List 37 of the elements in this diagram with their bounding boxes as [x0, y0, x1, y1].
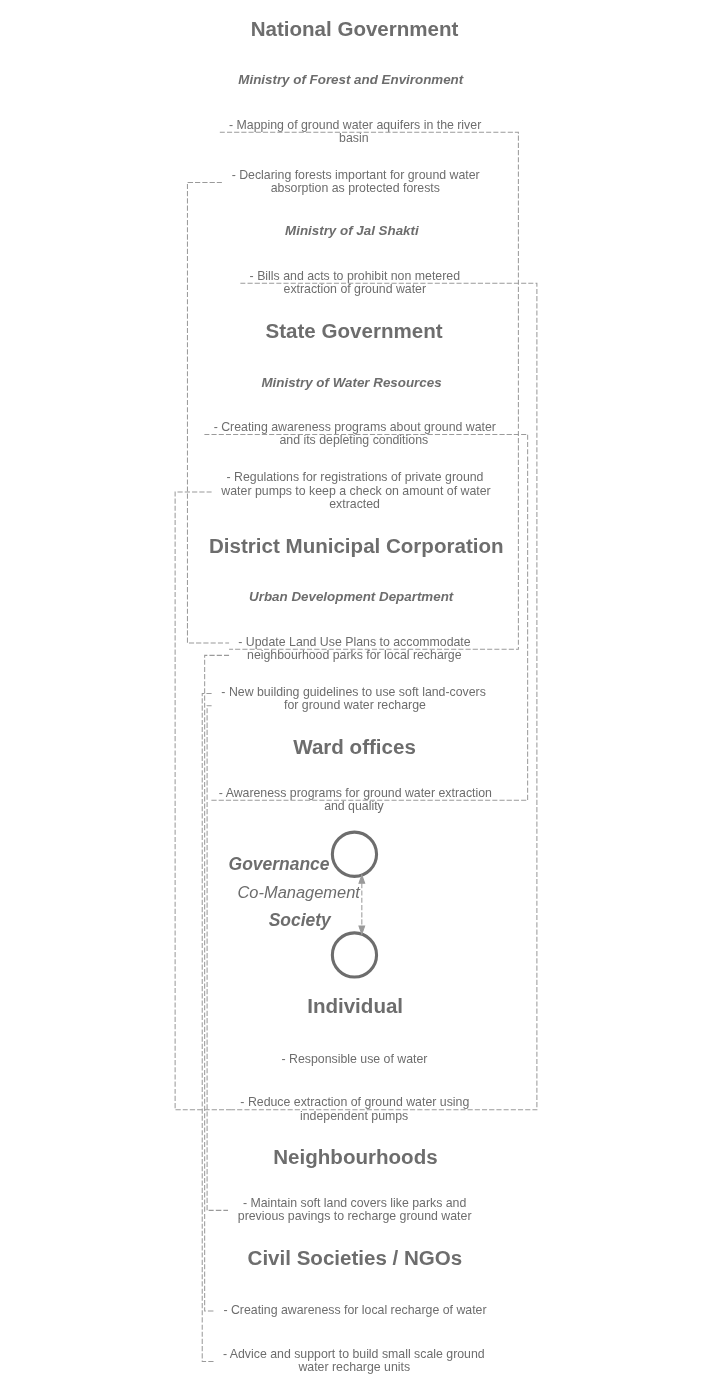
node-text: - Maintain soft land covers like parks and previous pavings to recharge ground water [237, 1195, 472, 1224]
node-text: - Responsible use of water [281, 1051, 428, 1066]
node-text: Ward offices [293, 735, 416, 759]
node-text: Ministry of Forest and Environment [238, 72, 464, 88]
node-text: Civil Societies / NGOs [247, 1245, 463, 1269]
node-text: - Bills and acts to prohibit non metered extraction of ground water [249, 268, 460, 297]
node-text: District Municipal Corporation [209, 533, 504, 557]
node-text: State Government [265, 318, 443, 342]
node-text: - Advice and support to build small scale ground water recharge units [222, 1346, 485, 1375]
connector [219, 131, 519, 650]
node-text: - Awareness programs for ground water extraction and quality [218, 785, 492, 814]
connector [174, 491, 232, 1111]
node-text: Neighbourhoods [273, 1145, 438, 1169]
node-text: Urban Development Department [249, 589, 454, 605]
connector [206, 705, 229, 1211]
node-circle [330, 830, 379, 878]
connector [230, 282, 538, 1111]
connector [186, 182, 230, 644]
edge-label: Co-Management [237, 883, 360, 902]
node-label: Governance [228, 853, 330, 874]
connector [204, 654, 230, 1312]
node-text: - Creating awareness for local recharge of water [223, 1303, 487, 1318]
node-text: National Government [250, 16, 459, 40]
node-text: Ministry of Water Resources [261, 374, 442, 390]
node-circle [330, 931, 379, 979]
node-text: - Regulations for registrations of private ground water pumps to keep a check on amount of water extracted [221, 470, 491, 512]
node-text: - Mapping of ground water aquifers in the river basin [229, 117, 482, 146]
node-text: Ministry of Jal Shakti [285, 223, 419, 239]
node-text: - Declaring forests important for ground water absorption as protected forests [231, 168, 480, 196]
node-text: - New building guidelines to use soft land-covers for ground water recharge [221, 685, 486, 713]
connector [203, 433, 529, 801]
arrow [358, 873, 366, 936]
node-label: Society [268, 910, 331, 931]
node-text: Individual [307, 994, 404, 1018]
node-text: - Creating awareness programs about ground water and its depleting conditions [213, 419, 496, 448]
node-text: - Update Land Use Plans to accommodate neighbourhood parks for local recharge [238, 634, 471, 663]
node-text: - Reduce extraction of ground water using independent pumps [240, 1095, 470, 1123]
